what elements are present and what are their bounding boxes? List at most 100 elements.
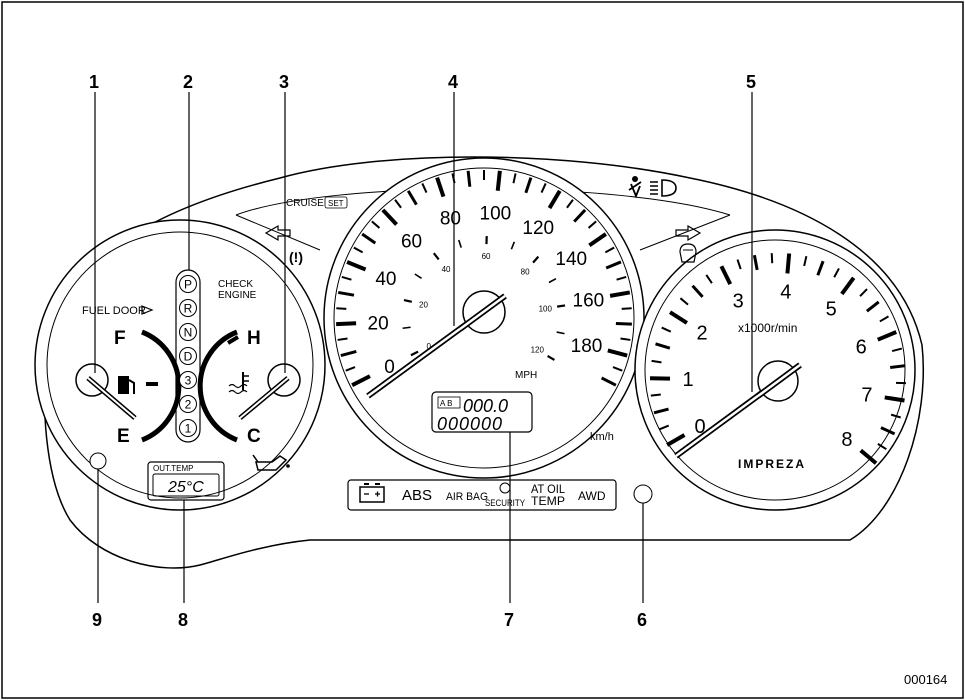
tach-tick — [891, 347, 903, 353]
kmh-label-60: 60 — [401, 232, 422, 253]
kmh-tick — [394, 199, 402, 209]
callout-6: 6 — [637, 610, 647, 630]
headlight-high-beam-icon — [650, 179, 677, 197]
callout-8: 8 — [178, 610, 188, 630]
indicator-lamp-left — [89, 452, 107, 470]
kmh-tick — [345, 366, 356, 372]
mph-tick — [410, 350, 419, 357]
kmh-label-0: 0 — [384, 357, 395, 378]
tach-label-2: 2 — [697, 323, 708, 345]
kmh-label-140: 140 — [555, 249, 587, 270]
kmh-tick — [353, 246, 364, 254]
cruise-set-box — [324, 196, 348, 209]
odometer-value: 000000 — [437, 414, 503, 434]
kmh-tick — [340, 350, 357, 357]
indicator-lamp-right — [633, 484, 653, 504]
kmh-tick — [616, 275, 627, 281]
tach-label-0: 0 — [694, 416, 705, 438]
left-turn-signal-icon — [264, 224, 291, 242]
tach-label-7: 7 — [861, 385, 872, 407]
kmh-unit-label: km/h — [590, 431, 614, 443]
odometer-display — [431, 391, 533, 433]
kmh-tick — [600, 376, 617, 387]
out-temp-display — [152, 473, 220, 497]
tach-tick — [890, 413, 901, 419]
kmh-label-100: 100 — [480, 204, 512, 225]
kmh-tick — [524, 177, 533, 194]
kmh-label-160: 160 — [573, 291, 605, 312]
kmh-tick — [435, 176, 446, 198]
mph-label-120: 120 — [531, 346, 545, 355]
mph-unit-label: MPH — [515, 370, 537, 381]
gear-N-indicator — [179, 323, 197, 341]
gear-P-indicator — [179, 275, 197, 293]
right-turn-signal-icon — [675, 224, 702, 242]
fuel-full-label: F — [114, 328, 126, 349]
gear-indicator-frame — [175, 269, 201, 443]
gear-D-indicator — [179, 347, 197, 365]
tach-tick — [691, 284, 704, 298]
gear-3-label: 3 — [185, 374, 192, 388]
kmh-tick — [336, 307, 347, 310]
mph-tick — [532, 255, 540, 264]
mph-tick — [510, 241, 516, 250]
callout-9: 9 — [92, 610, 102, 630]
oil-pressure-icon — [252, 454, 290, 471]
tach-label-5: 5 — [826, 298, 837, 320]
figure-code: 000164 — [904, 672, 947, 687]
mph-tick — [402, 326, 411, 330]
tach-tick — [833, 267, 840, 278]
airbag-warning-label: AIR BAG — [446, 491, 488, 503]
warning-lamp-strip — [347, 479, 617, 511]
at-oil-temp-line2: TEMP — [531, 494, 565, 508]
kmh-tick — [512, 173, 517, 184]
awd-warning-label: AWD — [578, 489, 606, 503]
cruise-label: CRUISE — [286, 198, 324, 209]
speedometer-kmh-ticks — [336, 170, 632, 387]
kmh-label-40: 40 — [375, 269, 396, 290]
tach-tick — [859, 288, 868, 297]
tach-tick — [661, 326, 672, 333]
gear-3-indicator — [179, 371, 197, 389]
kmh-tick — [620, 337, 631, 341]
tach-label-8: 8 — [841, 429, 852, 451]
callout-1: 1 — [89, 72, 99, 92]
out-temp-label: OUT.TEMP — [153, 464, 193, 473]
gear-1-label: 1 — [185, 422, 192, 436]
kmh-tick — [605, 260, 622, 270]
callout-5: 5 — [746, 72, 756, 92]
mph-tick — [458, 239, 462, 248]
check-engine-line2: ENGINE — [218, 290, 257, 301]
gear-1-indicator — [179, 419, 197, 437]
trip-meter-value: 000.0 — [463, 396, 508, 416]
temp-hot-label: H — [247, 328, 261, 349]
fuel-arc — [141, 329, 182, 443]
tach-tick — [890, 364, 906, 369]
abs-warning-label: ABS — [402, 487, 432, 504]
kmh-tick — [336, 321, 357, 327]
hood-left-seam — [235, 214, 321, 251]
tach-tick — [816, 260, 825, 276]
door-open-icon — [679, 243, 697, 263]
tach-label-3: 3 — [733, 290, 744, 312]
tach-tick — [879, 315, 890, 323]
kmh-tick — [381, 208, 398, 226]
battery-warning-icon — [359, 483, 385, 503]
tach-tick — [840, 276, 856, 296]
tachometer-ticks — [649, 253, 906, 465]
kmh-tick — [607, 348, 628, 358]
tach-tick — [803, 255, 808, 267]
temp-cold-label: C — [247, 426, 261, 447]
mph-tick — [414, 273, 422, 279]
mph-tick — [556, 304, 566, 308]
kmh-tick — [421, 183, 428, 193]
mph-tick — [556, 331, 565, 335]
tach-tick — [655, 342, 671, 350]
gear-N-label: N — [184, 326, 193, 340]
